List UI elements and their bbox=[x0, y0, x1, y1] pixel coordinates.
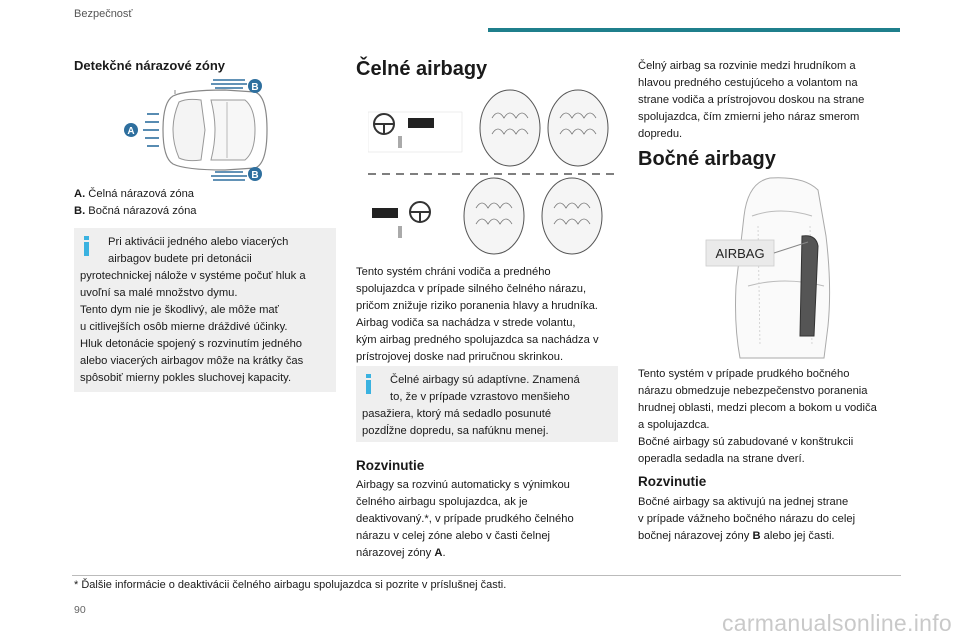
dashboard-top-illustration bbox=[368, 111, 463, 153]
adaptive-airbags-info-text: Čelné airbagy sú adaptívne. Znamená to, … bbox=[362, 374, 580, 437]
legend-key-a: A. bbox=[74, 188, 86, 200]
side-deployment-heading: Rozvinutie bbox=[638, 474, 707, 489]
section-title: Bezpečnosť bbox=[74, 8, 133, 20]
zone-b-bottom-label: B bbox=[251, 170, 258, 181]
info-icon bbox=[84, 236, 89, 256]
footnote: * Ďalšie informácie o deaktivácii čelnéh… bbox=[74, 579, 507, 591]
detonation-info-box: Pri aktivácii jedného alebo viacerých ai… bbox=[74, 228, 336, 392]
legend-text-a: Čelná nárazová zóna bbox=[88, 188, 195, 200]
zone-b-reference: B bbox=[752, 530, 761, 542]
car-top-view-figure: A B B bbox=[124, 79, 268, 181]
side-airbags-title: Bočné airbagy bbox=[638, 148, 776, 170]
frontal-airbag-intro: Čelný airbag sa rozvinie medzi hrudníkom… bbox=[638, 60, 865, 140]
side-airbags-body: Tento systém v prípade prudkého bočného … bbox=[638, 368, 877, 465]
zone-a-label: A bbox=[127, 126, 134, 137]
page-number: 90 bbox=[74, 604, 86, 616]
zone-a-reference: A bbox=[434, 547, 443, 559]
frontal-airbags-title: Čelné airbagy bbox=[356, 58, 488, 80]
side-airbag-seat-figure: AIRBAG bbox=[705, 177, 831, 359]
header-accent-bar bbox=[488, 28, 900, 32]
frontal-airbags-figure bbox=[368, 89, 616, 255]
watermark: carmanualsonline.info bbox=[721, 610, 952, 636]
zone-legend: A. Čelná nárazová zóna B. Bočná nárazová… bbox=[74, 186, 197, 220]
detection-zones-heading: Detekčné nárazové zóny bbox=[74, 58, 226, 73]
info-icon bbox=[366, 374, 371, 394]
frontal-deployment-heading: Rozvinutie bbox=[356, 458, 425, 473]
legend-text-b: Bočná nárazová zóna bbox=[88, 205, 197, 217]
side-deployment-body: Bočné airbagy sa aktivujú na jednej stra… bbox=[638, 496, 856, 542]
footnote-divider bbox=[72, 575, 901, 576]
detonation-info-text: Pri aktivácii jedného alebo viacerých ai… bbox=[80, 236, 306, 384]
airbag-label: AIRBAG bbox=[715, 246, 764, 261]
frontal-deployment-body: Airbagy sa rozvinú automaticky s výnimko… bbox=[356, 479, 574, 559]
legend-key-b: B. bbox=[74, 205, 86, 217]
zone-b-top-label: B bbox=[251, 82, 258, 93]
adaptive-airbags-info-box: Čelné airbagy sú adaptívne. Znamená to, … bbox=[356, 366, 618, 442]
dashboard-bottom-illustration bbox=[372, 201, 431, 238]
frontal-airbags-body: Tento systém chráni vodiča a predného sp… bbox=[356, 266, 599, 363]
